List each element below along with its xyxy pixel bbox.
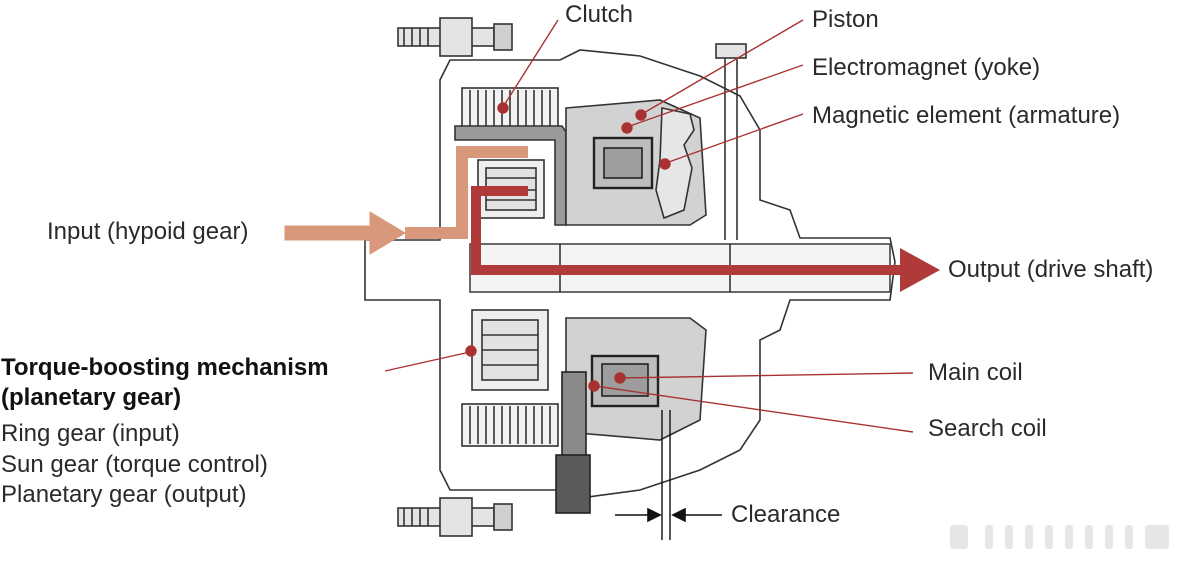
watermark xyxy=(950,525,1169,549)
clutch-label: Clutch xyxy=(565,1,634,28)
output-label: Output (drive shaft) xyxy=(948,256,1154,283)
search-coil-dot xyxy=(588,380,600,392)
clutch-dot xyxy=(497,102,509,114)
top-bolt xyxy=(397,17,513,57)
torque-mechanism-title-line1: Torque-boosting mechanism xyxy=(1,354,329,381)
torque-mechanism-title-line2: (planetary gear) xyxy=(1,384,182,411)
main-coil-leader xyxy=(619,372,914,379)
piston-dot xyxy=(635,109,647,121)
search-coil-label: Search coil xyxy=(928,415,1047,442)
torque-leader xyxy=(384,351,471,372)
sun-gear-label: Sun gear (torque control) xyxy=(1,451,268,478)
input-label: Input (hypoid gear) xyxy=(47,218,249,245)
main-coil-dot xyxy=(614,372,626,384)
planetary-gear-label: Planetary gear (output) xyxy=(1,481,247,508)
upper-clutch-pack xyxy=(461,87,559,131)
piston-leader xyxy=(641,19,804,115)
input-flow-arrow xyxy=(284,211,406,255)
leader-lines xyxy=(384,19,914,433)
armature-label: Magnetic element (armature) xyxy=(812,102,1121,129)
clearance-arrows xyxy=(615,507,722,523)
electromagnet-leader xyxy=(626,64,804,128)
input-flow-path xyxy=(405,146,528,239)
armature-upper xyxy=(655,107,695,220)
mechanism-drawing xyxy=(364,17,896,540)
electromagnet-dot xyxy=(621,122,633,134)
lower-clutch-pack xyxy=(461,403,559,447)
clearance-label: Clearance xyxy=(731,501,841,528)
torque-dot xyxy=(465,345,477,357)
clutch-leader xyxy=(502,19,559,108)
electromagnet-label: Electromagnet (yoke) xyxy=(812,54,1041,81)
armature-leader xyxy=(665,113,804,164)
armature-dot xyxy=(659,158,671,170)
planetary-gear-lower xyxy=(471,309,549,391)
search-coil-leader xyxy=(594,385,914,433)
main-coil-label: Main coil xyxy=(928,359,1023,386)
ring-gear-label: Ring gear (input) xyxy=(1,420,180,447)
output-flow-path xyxy=(471,186,900,275)
bottom-bolt xyxy=(397,497,513,537)
housing-outline xyxy=(364,49,896,499)
output-arrow-head xyxy=(900,248,940,292)
piston-label: Piston xyxy=(812,6,879,33)
clutch-carrier xyxy=(454,125,567,226)
